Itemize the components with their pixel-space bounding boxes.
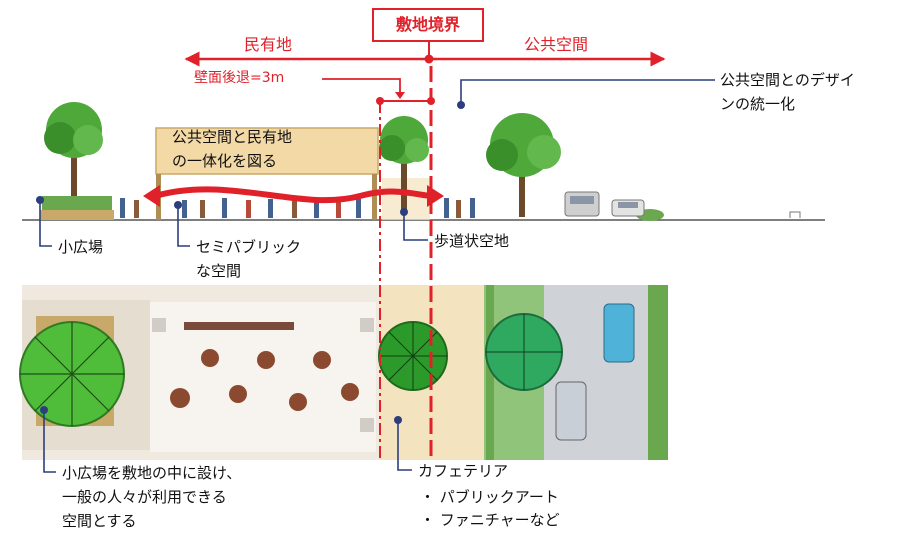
people-crowd bbox=[120, 198, 475, 218]
cafeteria-items-list: ・ パブリックアート ・ ファニチャーなど bbox=[420, 486, 560, 532]
plan-car-grey bbox=[555, 381, 587, 441]
leader-cafeteria bbox=[397, 420, 412, 471]
leader-dots bbox=[36, 101, 465, 424]
cafe-tables bbox=[170, 322, 359, 411]
leader-semi-public bbox=[177, 205, 190, 247]
setback-dimension bbox=[376, 97, 435, 105]
tree-boundary bbox=[379, 116, 429, 213]
plaza-tree-canopy bbox=[19, 321, 125, 427]
far-hedge bbox=[648, 285, 668, 460]
cafeteria-item: ・ パブリックアート bbox=[420, 488, 559, 506]
design-unity-label-line1: 公共空間とのデザイ bbox=[720, 71, 855, 89]
cafeteria-item: ・ ファニチャーなど bbox=[420, 511, 560, 529]
tree-left bbox=[44, 102, 103, 198]
leader-sidewalk bbox=[403, 212, 428, 241]
leader-plaza-note bbox=[43, 410, 56, 473]
semi-public-label-line1: セミパブリック bbox=[196, 238, 302, 256]
plan-car-blue bbox=[603, 303, 635, 363]
plaza-note-line2: 一般の人々が利用できる bbox=[62, 488, 227, 506]
leader-small-plaza bbox=[39, 200, 52, 247]
leader-lines bbox=[39, 79, 715, 473]
private-land-label: 民有地 bbox=[244, 35, 293, 54]
public-space-label: 公共空間 bbox=[524, 35, 589, 54]
leader-design-unity bbox=[460, 79, 715, 105]
vehicle-van bbox=[564, 191, 600, 217]
integration-label-line1: 公共空間と民有地 bbox=[172, 128, 293, 146]
boundary-tree-canopy bbox=[378, 321, 448, 391]
boundary-lines bbox=[379, 66, 433, 460]
plan-view bbox=[19, 285, 668, 460]
small-plaza-label: 小広場 bbox=[58, 238, 104, 256]
cafeteria-label: カフェテリア bbox=[418, 462, 509, 480]
street-tree-canopy bbox=[485, 313, 563, 391]
setback-label: 壁面後退=3m bbox=[194, 70, 285, 86]
semi-public-label-line2: な空間 bbox=[196, 262, 242, 280]
integration-arrow bbox=[154, 186, 433, 204]
building-canopy bbox=[155, 127, 379, 175]
sidewalk-space-label: 歩道状空地 bbox=[434, 232, 510, 250]
plaza-note-line3: 空間とする bbox=[62, 512, 137, 530]
vehicle-car bbox=[611, 199, 645, 217]
site-boundary-label: 敷地境界 bbox=[372, 8, 484, 42]
elevation-view bbox=[22, 102, 825, 221]
plaza-note-line1: 小広場を敷地の中に設け、 bbox=[62, 464, 242, 482]
setback-pointer bbox=[322, 78, 405, 99]
tree-street bbox=[486, 113, 561, 217]
design-unity-label-line2: ンの統一化 bbox=[720, 95, 796, 113]
integration-label-line2: の一体化を図る bbox=[172, 152, 278, 170]
